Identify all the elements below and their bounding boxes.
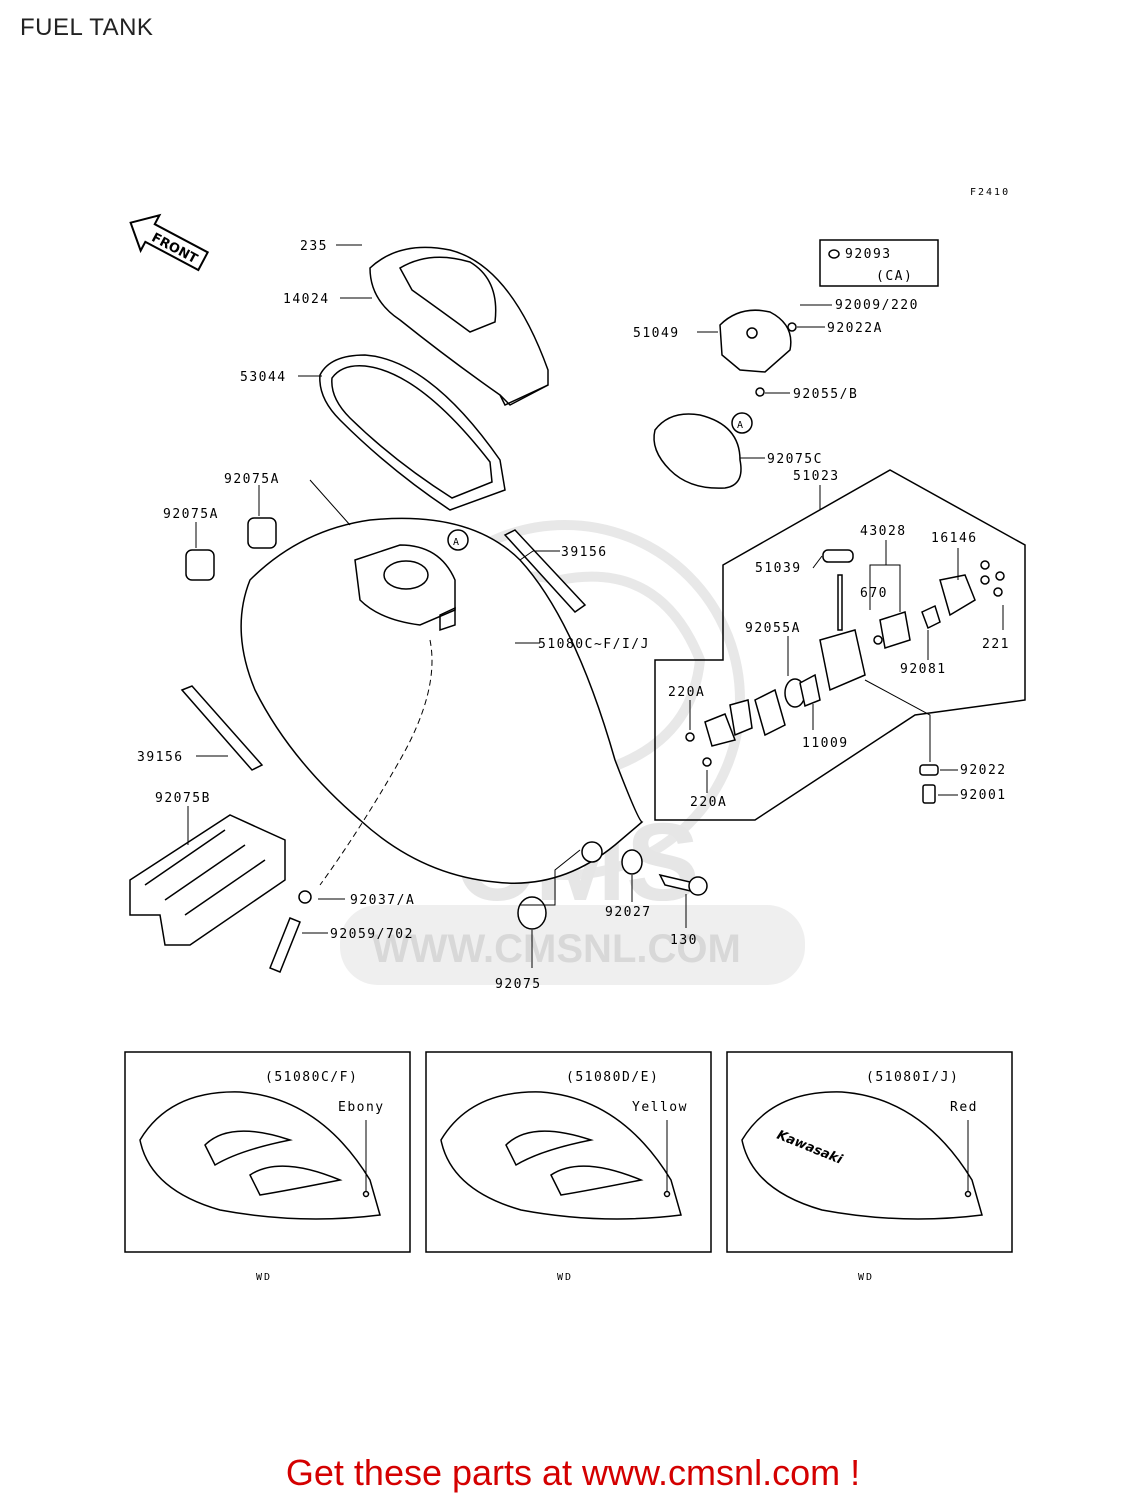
variant-2-color: Yellow: [632, 1100, 688, 1115]
label-92055a: 92055A: [745, 621, 801, 636]
label-670: 670: [860, 586, 888, 601]
label-92075c: 92075C: [767, 452, 823, 467]
rubber-block-92075a-2: [185, 549, 215, 581]
fuel-cock-cover-part: [653, 239, 939, 489]
label-92037: 92037/A: [350, 893, 415, 908]
label-92055b: 92055/B: [793, 387, 858, 402]
figure-code: F2410: [970, 187, 1010, 198]
label-92075b: 92075B: [155, 791, 211, 806]
strip-39156-left: [180, 685, 264, 771]
rubber-block-92075a-1: [247, 517, 277, 549]
variant-3-code: (51080I/J): [866, 1070, 959, 1085]
label-39156-top: 39156: [561, 545, 608, 560]
variant-box-1: (51080C/F) Ebony WD: [124, 1051, 411, 1283]
variant-2-code: (51080D/E): [566, 1070, 659, 1085]
label-11009: 11009: [802, 736, 849, 751]
part-labels: 235 14024 53044 92075A 92075A 39156 5108…: [137, 239, 1010, 992]
label-220a-bot: 220A: [690, 795, 727, 810]
label-92001: 92001: [960, 788, 1007, 803]
parts-diagram: CMS WWW.CMSNL.COM F2410 FRONT: [124, 187, 1026, 1283]
variant-box-2: (51080D/E) Yellow WD: [425, 1051, 712, 1283]
label-92081: 92081: [900, 662, 947, 677]
label-92022a: 92022A: [827, 321, 883, 336]
label-92075a-2: 92075A: [163, 507, 219, 522]
watermark-url: WWW.CMSNL.COM: [372, 927, 741, 971]
label-51039: 51039: [755, 561, 802, 576]
hardware-bottom: [269, 841, 708, 973]
variant-2-market: WD: [557, 1272, 573, 1283]
front-arrow-icon: FRONT: [129, 213, 210, 272]
label-92093: 92093: [845, 247, 892, 262]
label-130: 130: [670, 933, 698, 948]
variant-3-color: Red: [950, 1100, 978, 1115]
label-51080: 51080C~F/I/J: [538, 637, 650, 652]
label-235: 235: [300, 239, 328, 254]
label-92022: 92022: [960, 763, 1007, 778]
label-92075a-1: 92075A: [224, 472, 280, 487]
tank-cover-part: [369, 246, 549, 406]
bracket-part: [129, 814, 286, 946]
leader-lines: [187, 244, 1004, 968]
variant-3-market: WD: [858, 1272, 874, 1283]
variant-1-color: Ebony: [338, 1100, 385, 1115]
label-16146: 16146: [931, 531, 978, 546]
label-220a-top: 220A: [668, 685, 705, 700]
ref-circle-1: [731, 412, 753, 434]
gasket-part: [319, 354, 506, 511]
fuel-cock-assembly: [654, 469, 1026, 821]
footer-link[interactable]: Get these parts at www.cmsnl.com !: [285, 1452, 861, 1493]
label-53044: 53044: [240, 370, 287, 385]
label-43028: 43028: [860, 524, 907, 539]
variant-box-3: (51080I/J) Red Kawasaki WD: [726, 1051, 1013, 1283]
ref-circle-2-label: A: [453, 537, 461, 548]
label-221: 221: [982, 637, 1010, 652]
ref-circle-1-label: A: [737, 420, 745, 431]
label-92059: 92059/702: [330, 927, 414, 942]
page-title: FUEL TANK: [20, 14, 154, 41]
label-92075: 92075: [495, 977, 542, 992]
ref-circle-2: [447, 529, 469, 551]
strip-39156-top: [503, 529, 587, 613]
variant-3-logo: Kawasaki: [775, 1128, 845, 1168]
fuel-tank-part: [240, 517, 644, 886]
label-51023: 51023: [793, 469, 840, 484]
variant-1-code: (51080C/F): [265, 1070, 358, 1085]
label-14024: 14024: [283, 292, 330, 307]
label-39156-left: 39156: [137, 750, 184, 765]
label-92009: 92009/220: [835, 298, 919, 313]
label-92027: 92027: [605, 905, 652, 920]
label-51049: 51049: [633, 326, 680, 341]
variant-1-market: WD: [256, 1272, 272, 1283]
label-92093-note: (CA): [876, 269, 913, 284]
